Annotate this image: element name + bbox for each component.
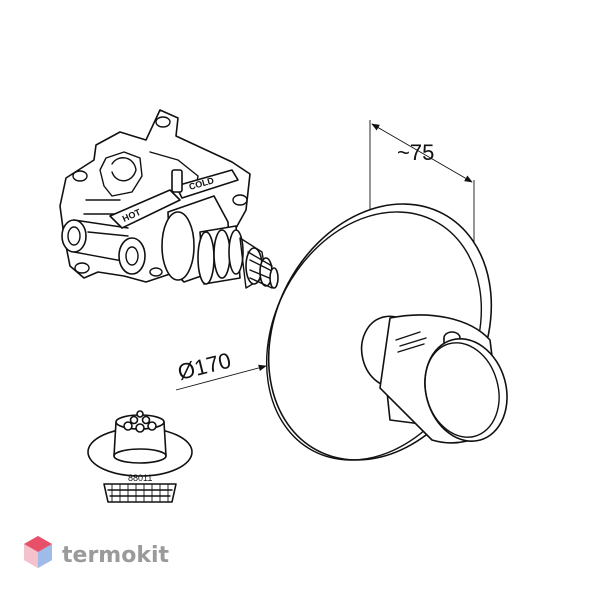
cartridge-part-number: 88011 (128, 473, 152, 483)
diameter-dimension: Ø170 (175, 348, 267, 391)
termokit-logo: termokit (24, 536, 169, 568)
depth-label: ~75 (397, 140, 434, 165)
depth-dimension: ~75 (369, 120, 475, 246)
thermostat-handle (360, 314, 508, 444)
cartridge-detail: 88011 (87, 410, 193, 503)
spindle-thread (197, 225, 279, 289)
diameter-label: Ø170 (175, 348, 233, 385)
watermark-text: termokit (62, 543, 169, 568)
valve-body: HOT COLD (59, 109, 279, 289)
